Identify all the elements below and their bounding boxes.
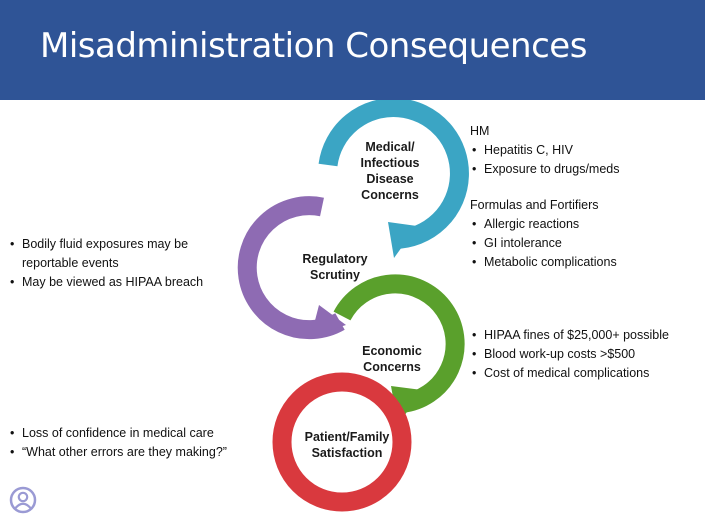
title-bar: Misadministration Consequences <box>0 0 705 100</box>
regulatory-arrow <box>237 196 346 340</box>
formulas-heading: Formulas and Fortifiers <box>470 198 599 212</box>
list-item: Cost of medical complications <box>470 364 669 383</box>
formulas-list: Allergic reactions GI intolerance Metabo… <box>470 215 620 272</box>
list-item: GI intolerance <box>470 234 620 253</box>
medical-details: HM Hepatitis C, HIV Exposure to drugs/me… <box>470 122 620 272</box>
list-item: Hepatitis C, HIV <box>470 141 620 160</box>
hm-heading: HM <box>470 124 490 138</box>
consequence-arrow-diagram <box>237 100 469 512</box>
stage-label-medical: Medical/ Infectious Disease Concerns <box>360 140 420 202</box>
stage-label-economic: Economic Concerns <box>362 344 422 374</box>
list-item: Loss of confidence in medical care <box>8 424 227 443</box>
list-item: “What other errors are they making?” <box>8 443 227 462</box>
list-item: Bodily fluid exposures may be reportable… <box>8 235 203 273</box>
patient-list: Loss of confidence in medical care “What… <box>8 424 227 462</box>
hm-list: Hepatitis C, HIV Exposure to drugs/meds <box>470 141 620 179</box>
stage-label-regulatory: Regulatory Scrutiny <box>302 252 368 282</box>
patient-details: Loss of confidence in medical care “What… <box>8 424 227 462</box>
list-item: Blood work-up costs >$500 <box>470 345 669 364</box>
regulatory-details: Bodily fluid exposures may be reportable… <box>8 235 203 292</box>
list-item: Allergic reactions <box>470 215 620 234</box>
list-item: HIPAA fines of $25,000+ possible <box>470 326 669 345</box>
stage-label-patient: Patient/Family Satisfaction <box>304 430 390 460</box>
medical-infectious-arrow <box>318 100 469 258</box>
regulatory-list: Bodily fluid exposures may be reportable… <box>8 235 203 292</box>
user-circle-icon <box>9 486 37 514</box>
slide-title: Misadministration Consequences <box>40 26 587 66</box>
economic-list: HIPAA fines of $25,000+ possible Blood w… <box>470 326 669 383</box>
list-item: May be viewed as HIPAA breach <box>8 273 203 292</box>
economic-details: HIPAA fines of $25,000+ possible Blood w… <box>470 326 669 383</box>
patient-satisfaction-arrow <box>272 372 412 512</box>
list-item: Exposure to drugs/meds <box>470 160 620 179</box>
list-item: Metabolic complications <box>470 253 620 272</box>
